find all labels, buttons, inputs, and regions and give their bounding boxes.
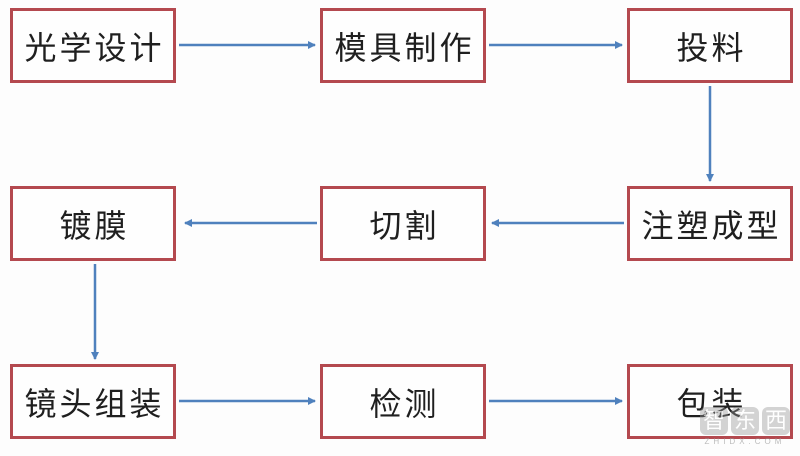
node-label: 镜头组装 (24, 385, 165, 422)
watermark-subtext: zhidx.com (704, 437, 786, 446)
zhidx-watermark: 智 东 西 zhidx.com (695, 407, 795, 446)
node-testing: 检测 (320, 364, 486, 439)
node-label: 镀膜 (59, 207, 130, 244)
watermark-tile: 东 (731, 407, 759, 435)
node-label: 光学设计 (24, 29, 165, 66)
node-label: 注塑成型 (641, 207, 782, 244)
node-label: 检测 (369, 385, 440, 422)
node-label: 包装 (676, 385, 747, 422)
node-cutting: 切割 (320, 186, 486, 261)
node-label: 投料 (676, 29, 747, 66)
node-mold-making: 模具制作 (320, 8, 486, 83)
node-label: 切割 (369, 207, 440, 244)
watermark-tile: 智 (700, 407, 728, 435)
node-optical-design: 光学设计 (10, 8, 176, 83)
node-coating: 镀膜 (10, 186, 176, 261)
node-lens-assembly: 镜头组装 (10, 364, 176, 439)
node-injection-molding: 注塑成型 (627, 186, 793, 261)
node-label: 模具制作 (334, 29, 475, 66)
watermark-tiles: 智 东 西 (695, 407, 795, 435)
watermark-tile: 西 (762, 407, 790, 435)
node-packaging: 包装 (627, 364, 793, 439)
node-feeding: 投料 (627, 8, 793, 83)
